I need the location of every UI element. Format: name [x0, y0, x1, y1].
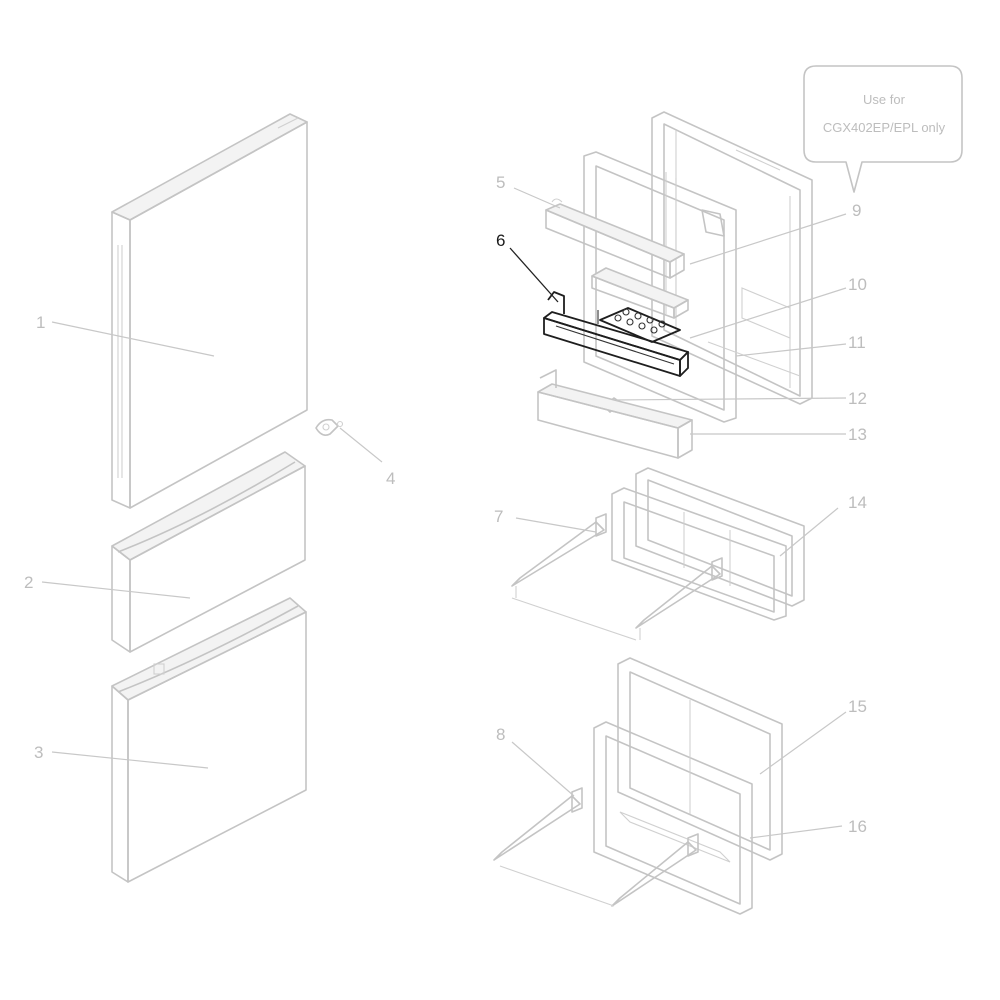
note-line-1: Use for — [863, 92, 906, 107]
part-2-drawer-front[interactable] — [111, 451, 306, 653]
part-8-freezer-drawer-rails[interactable] — [493, 787, 699, 907]
callout-3[interactable]: 3 — [34, 743, 43, 762]
callout-labels: 1 2 3 4 5 6 7 8 9 10 11 12 13 14 15 16 — [24, 173, 867, 836]
part-3-freezer-door[interactable] — [111, 597, 307, 883]
callout-6[interactable]: 6 — [496, 231, 505, 250]
callout-7[interactable]: 7 — [494, 507, 503, 526]
note-line-2: CGX402EP/EPL only — [823, 120, 946, 135]
part-6-egg-tray-shelf[interactable] — [543, 291, 689, 377]
leader-lines — [41, 187, 847, 839]
part-4-hinge[interactable] — [315, 418, 344, 436]
callout-8[interactable]: 8 — [496, 725, 505, 744]
part-1-fridge-door[interactable] — [111, 113, 308, 509]
part-13-bottle-bin[interactable] — [537, 369, 693, 459]
callout-14[interactable]: 14 — [848, 493, 867, 512]
callout-4[interactable]: 4 — [386, 469, 395, 488]
part-15-freezer-drawer-frame[interactable] — [593, 657, 783, 915]
callout-2[interactable]: 2 — [24, 573, 33, 592]
callout-15[interactable]: 15 — [848, 697, 867, 716]
model-note-bubble: Use for CGX402EP/EPL only — [803, 65, 963, 193]
callout-10[interactable]: 10 — [848, 275, 867, 294]
callout-1[interactable]: 1 — [36, 313, 45, 332]
callout-13[interactable]: 13 — [848, 425, 867, 444]
part-10-door-liner[interactable] — [583, 151, 801, 423]
part-small-door-bin[interactable] — [591, 267, 689, 319]
callout-12[interactable]: 12 — [848, 389, 867, 408]
callout-9[interactable]: 9 — [852, 201, 861, 220]
part-7-drawer-rails[interactable] — [511, 513, 723, 641]
part-14-drawer-frame[interactable] — [611, 467, 805, 621]
callout-11[interactable]: 11 — [848, 333, 866, 352]
callout-16[interactable]: 16 — [848, 817, 867, 836]
callout-5[interactable]: 5 — [496, 173, 505, 192]
